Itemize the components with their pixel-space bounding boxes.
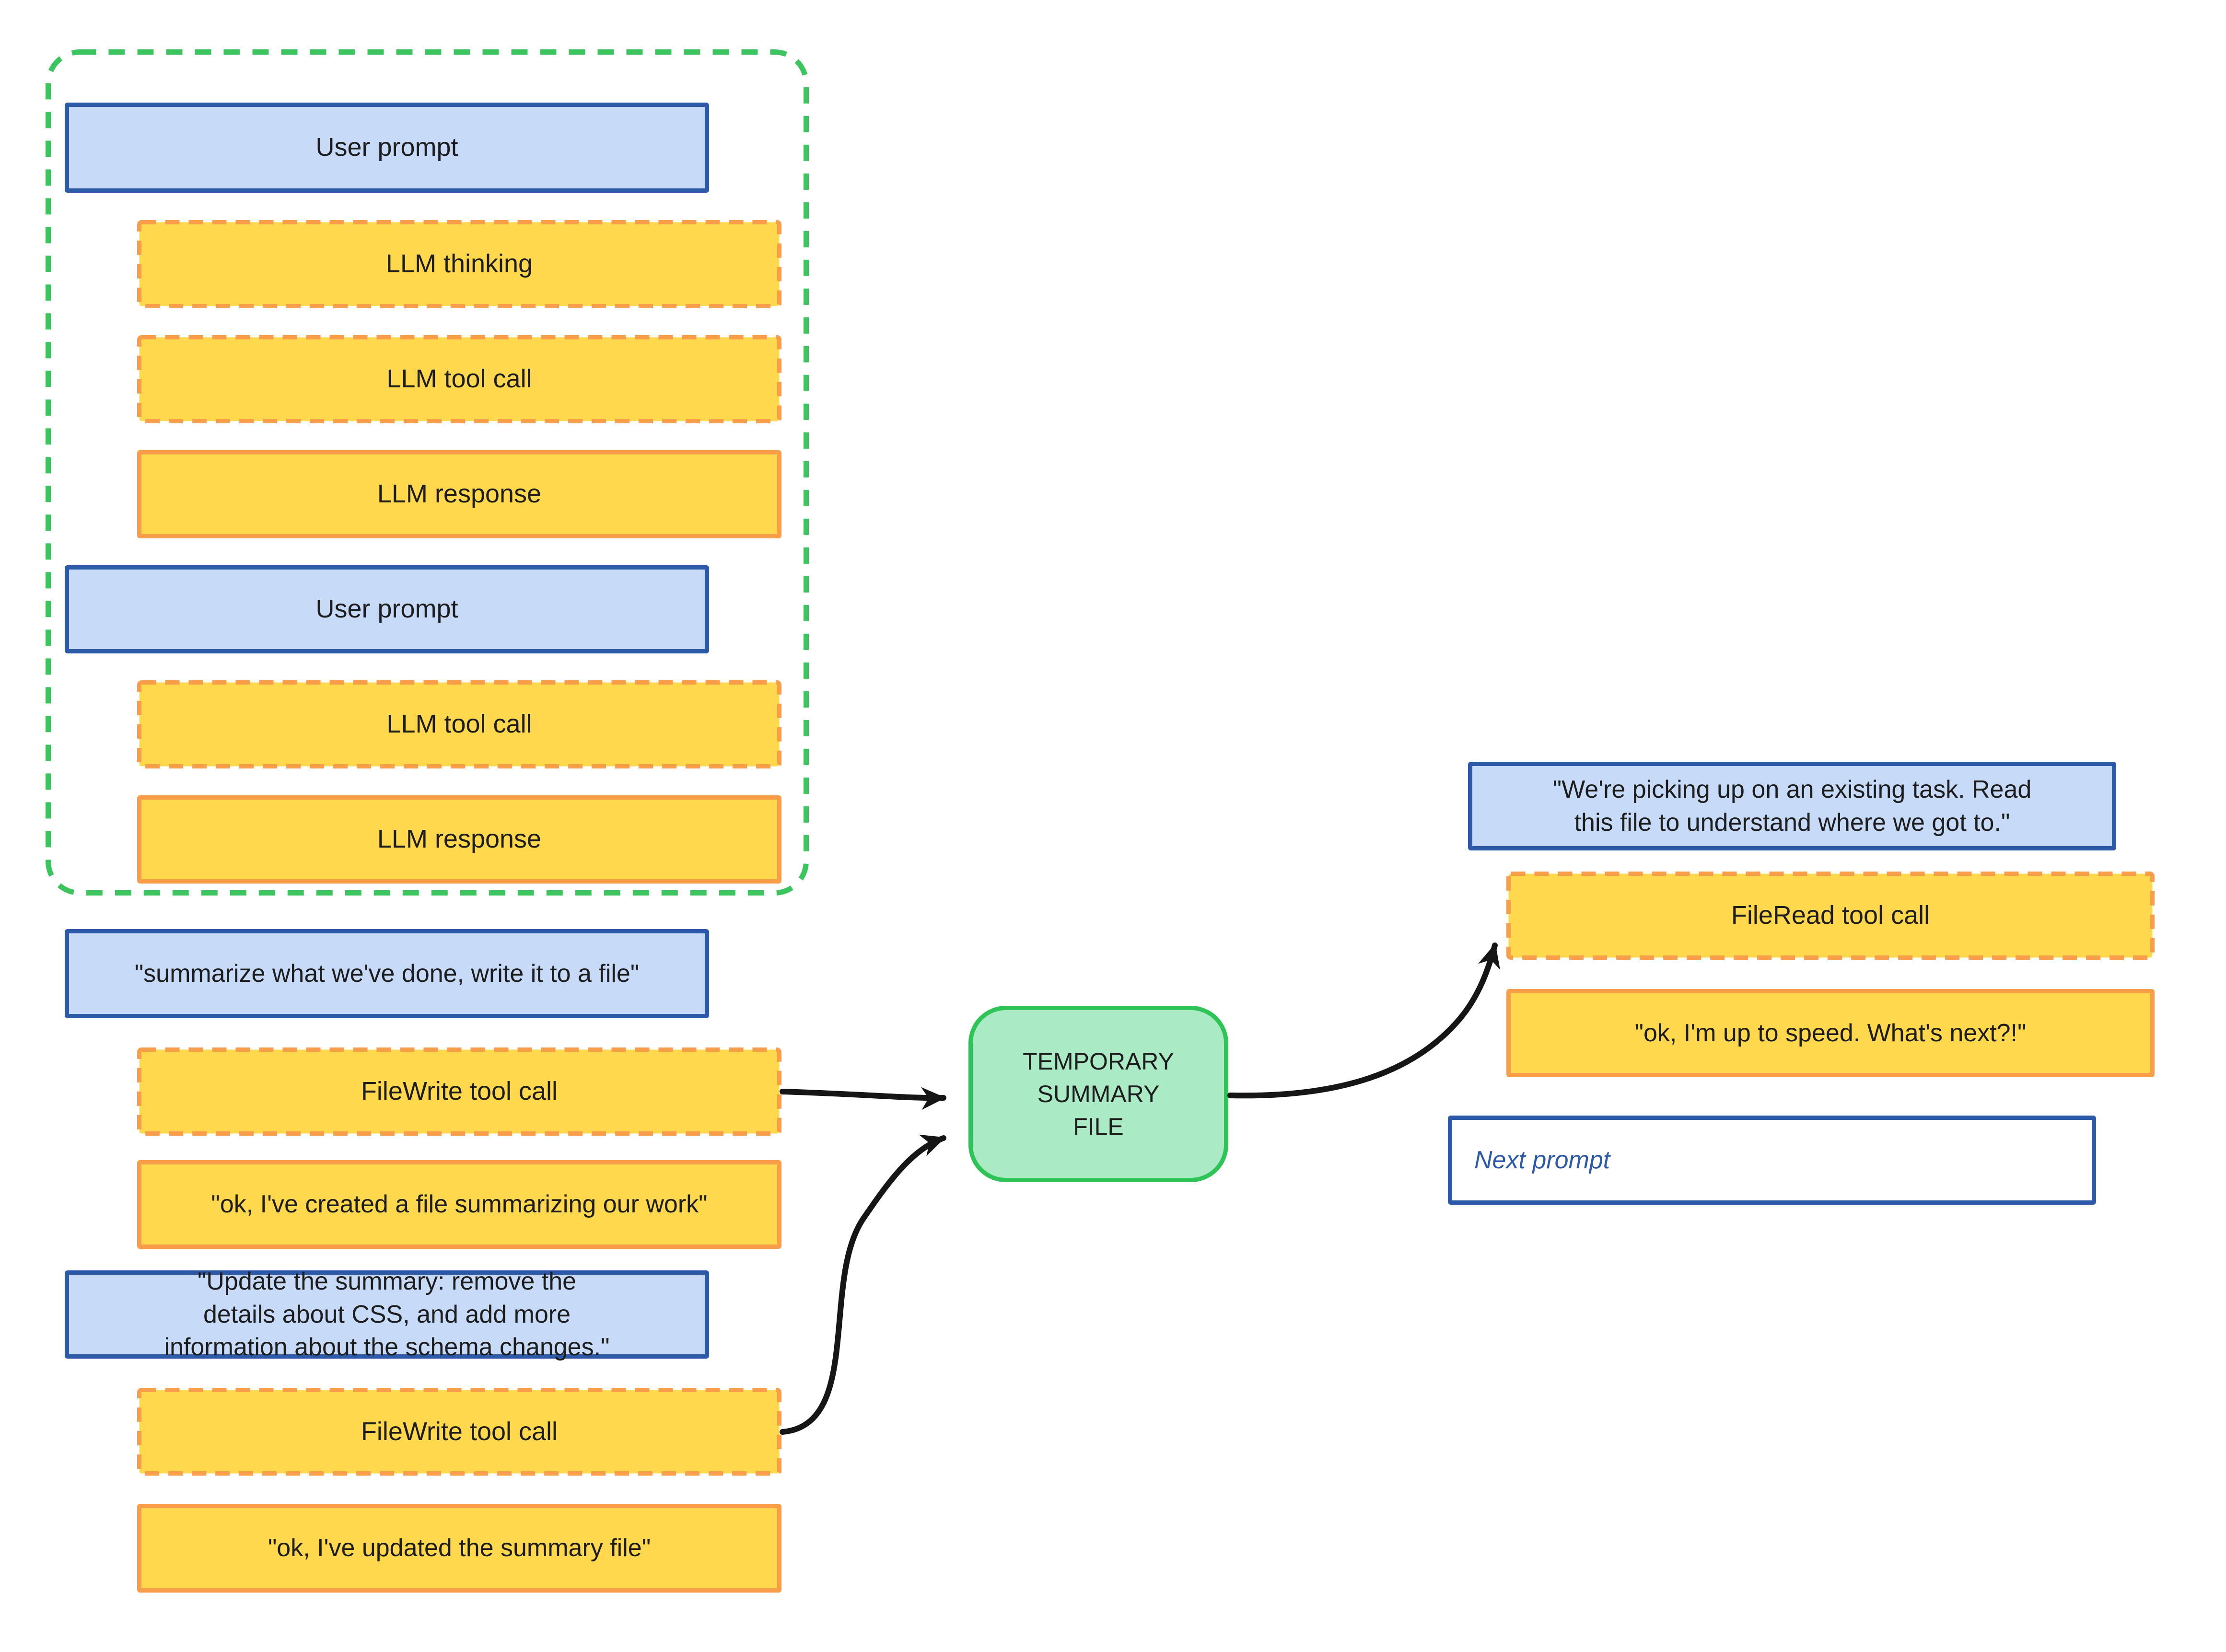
file-created-response-box: "ok, I've created a file summarizing our… bbox=[137, 1160, 781, 1249]
pickup-task-prompt-box: "We're picking up on an existing task. R… bbox=[1468, 762, 2116, 850]
llm-tool-call-box-1: LLM tool call bbox=[137, 335, 781, 423]
arrow-summary-file-to-fileread bbox=[1227, 942, 1500, 1099]
fileread-tool-call-box: FileRead tool call bbox=[1506, 872, 2155, 960]
llm-response-box-2: LLM response bbox=[137, 795, 781, 884]
update-summary-prompt-label: "Update the summary: remove the details … bbox=[164, 1268, 610, 1361]
next-prompt-box: Next prompt bbox=[1448, 1116, 2096, 1205]
file-updated-response-box: "ok, I've updated the summary file" bbox=[137, 1504, 781, 1593]
arrow-filewrite-1-to-summary-file bbox=[780, 1087, 946, 1110]
llm-tool-call-box-2: LLM tool call bbox=[137, 680, 781, 768]
arrow-filewrite-2-to-summary-file bbox=[780, 1134, 946, 1435]
filewrite-dashed-border-2 bbox=[137, 1388, 781, 1476]
up-to-speed-response-box: "ok, I'm up to speed. What's next?!" bbox=[1506, 989, 2155, 1077]
filewrite-tool-call-label-1: FileWrite tool call bbox=[361, 1077, 558, 1106]
loop-group-dashed-border bbox=[46, 49, 809, 896]
llm-response-box-1: LLM response bbox=[137, 450, 781, 538]
summarize-prompt-box: "summarize what we've done, write it to … bbox=[65, 929, 709, 1018]
pickup-task-prompt-label: "We're picking up on an existing task. R… bbox=[1552, 775, 2032, 837]
temporary-summary-file-label: TEMPORARY SUMMARY FILE bbox=[1023, 1048, 1174, 1140]
up-to-speed-response-label: "ok, I'm up to speed. What's next?!" bbox=[1634, 1019, 2027, 1047]
llm-tool-call-dashed-border-1 bbox=[137, 335, 781, 423]
filewrite-tool-call-box-1: FileWrite tool call bbox=[137, 1047, 781, 1136]
next-prompt-label: Next prompt bbox=[1474, 1146, 1610, 1174]
fileread-dashed-border bbox=[1506, 872, 2155, 960]
user-prompt-label-1: User prompt bbox=[315, 133, 458, 162]
file-updated-response-label: "ok, I've updated the summary file" bbox=[268, 1534, 651, 1562]
temporary-summary-file-node: TEMPORARY SUMMARY FILE bbox=[968, 1006, 1228, 1182]
filewrite-tool-call-label-2: FileWrite tool call bbox=[361, 1417, 558, 1446]
file-created-response-label: "ok, I've created a file summarizing our… bbox=[211, 1190, 708, 1219]
conversation-loop-group bbox=[46, 49, 809, 896]
llm-tool-call-label-1: LLM tool call bbox=[386, 364, 532, 394]
user-prompt-label-2: User prompt bbox=[315, 594, 458, 624]
llm-thinking-box: LLM thinking bbox=[137, 220, 781, 308]
llm-thinking-label: LLM thinking bbox=[385, 249, 533, 279]
filewrite-tool-call-box-2: FileWrite tool call bbox=[137, 1388, 781, 1476]
update-summary-prompt-box: "Update the summary: remove the details … bbox=[65, 1268, 709, 1361]
filewrite-dashed-border-1 bbox=[137, 1047, 781, 1136]
llm-response-label-1: LLM response bbox=[377, 479, 542, 509]
llm-tool-call-label-2: LLM tool call bbox=[386, 710, 532, 739]
user-prompt-box-2: User prompt bbox=[65, 565, 709, 653]
llm-tool-call-dashed-border-2 bbox=[137, 680, 781, 768]
llm-response-label-2: LLM response bbox=[377, 825, 542, 854]
summarize-prompt-label: "summarize what we've done, write it to … bbox=[134, 959, 640, 988]
fileread-tool-call-label: FileRead tool call bbox=[1731, 901, 1930, 930]
user-prompt-box-1: User prompt bbox=[65, 103, 709, 193]
llm-thinking-dashed-border bbox=[137, 220, 781, 308]
